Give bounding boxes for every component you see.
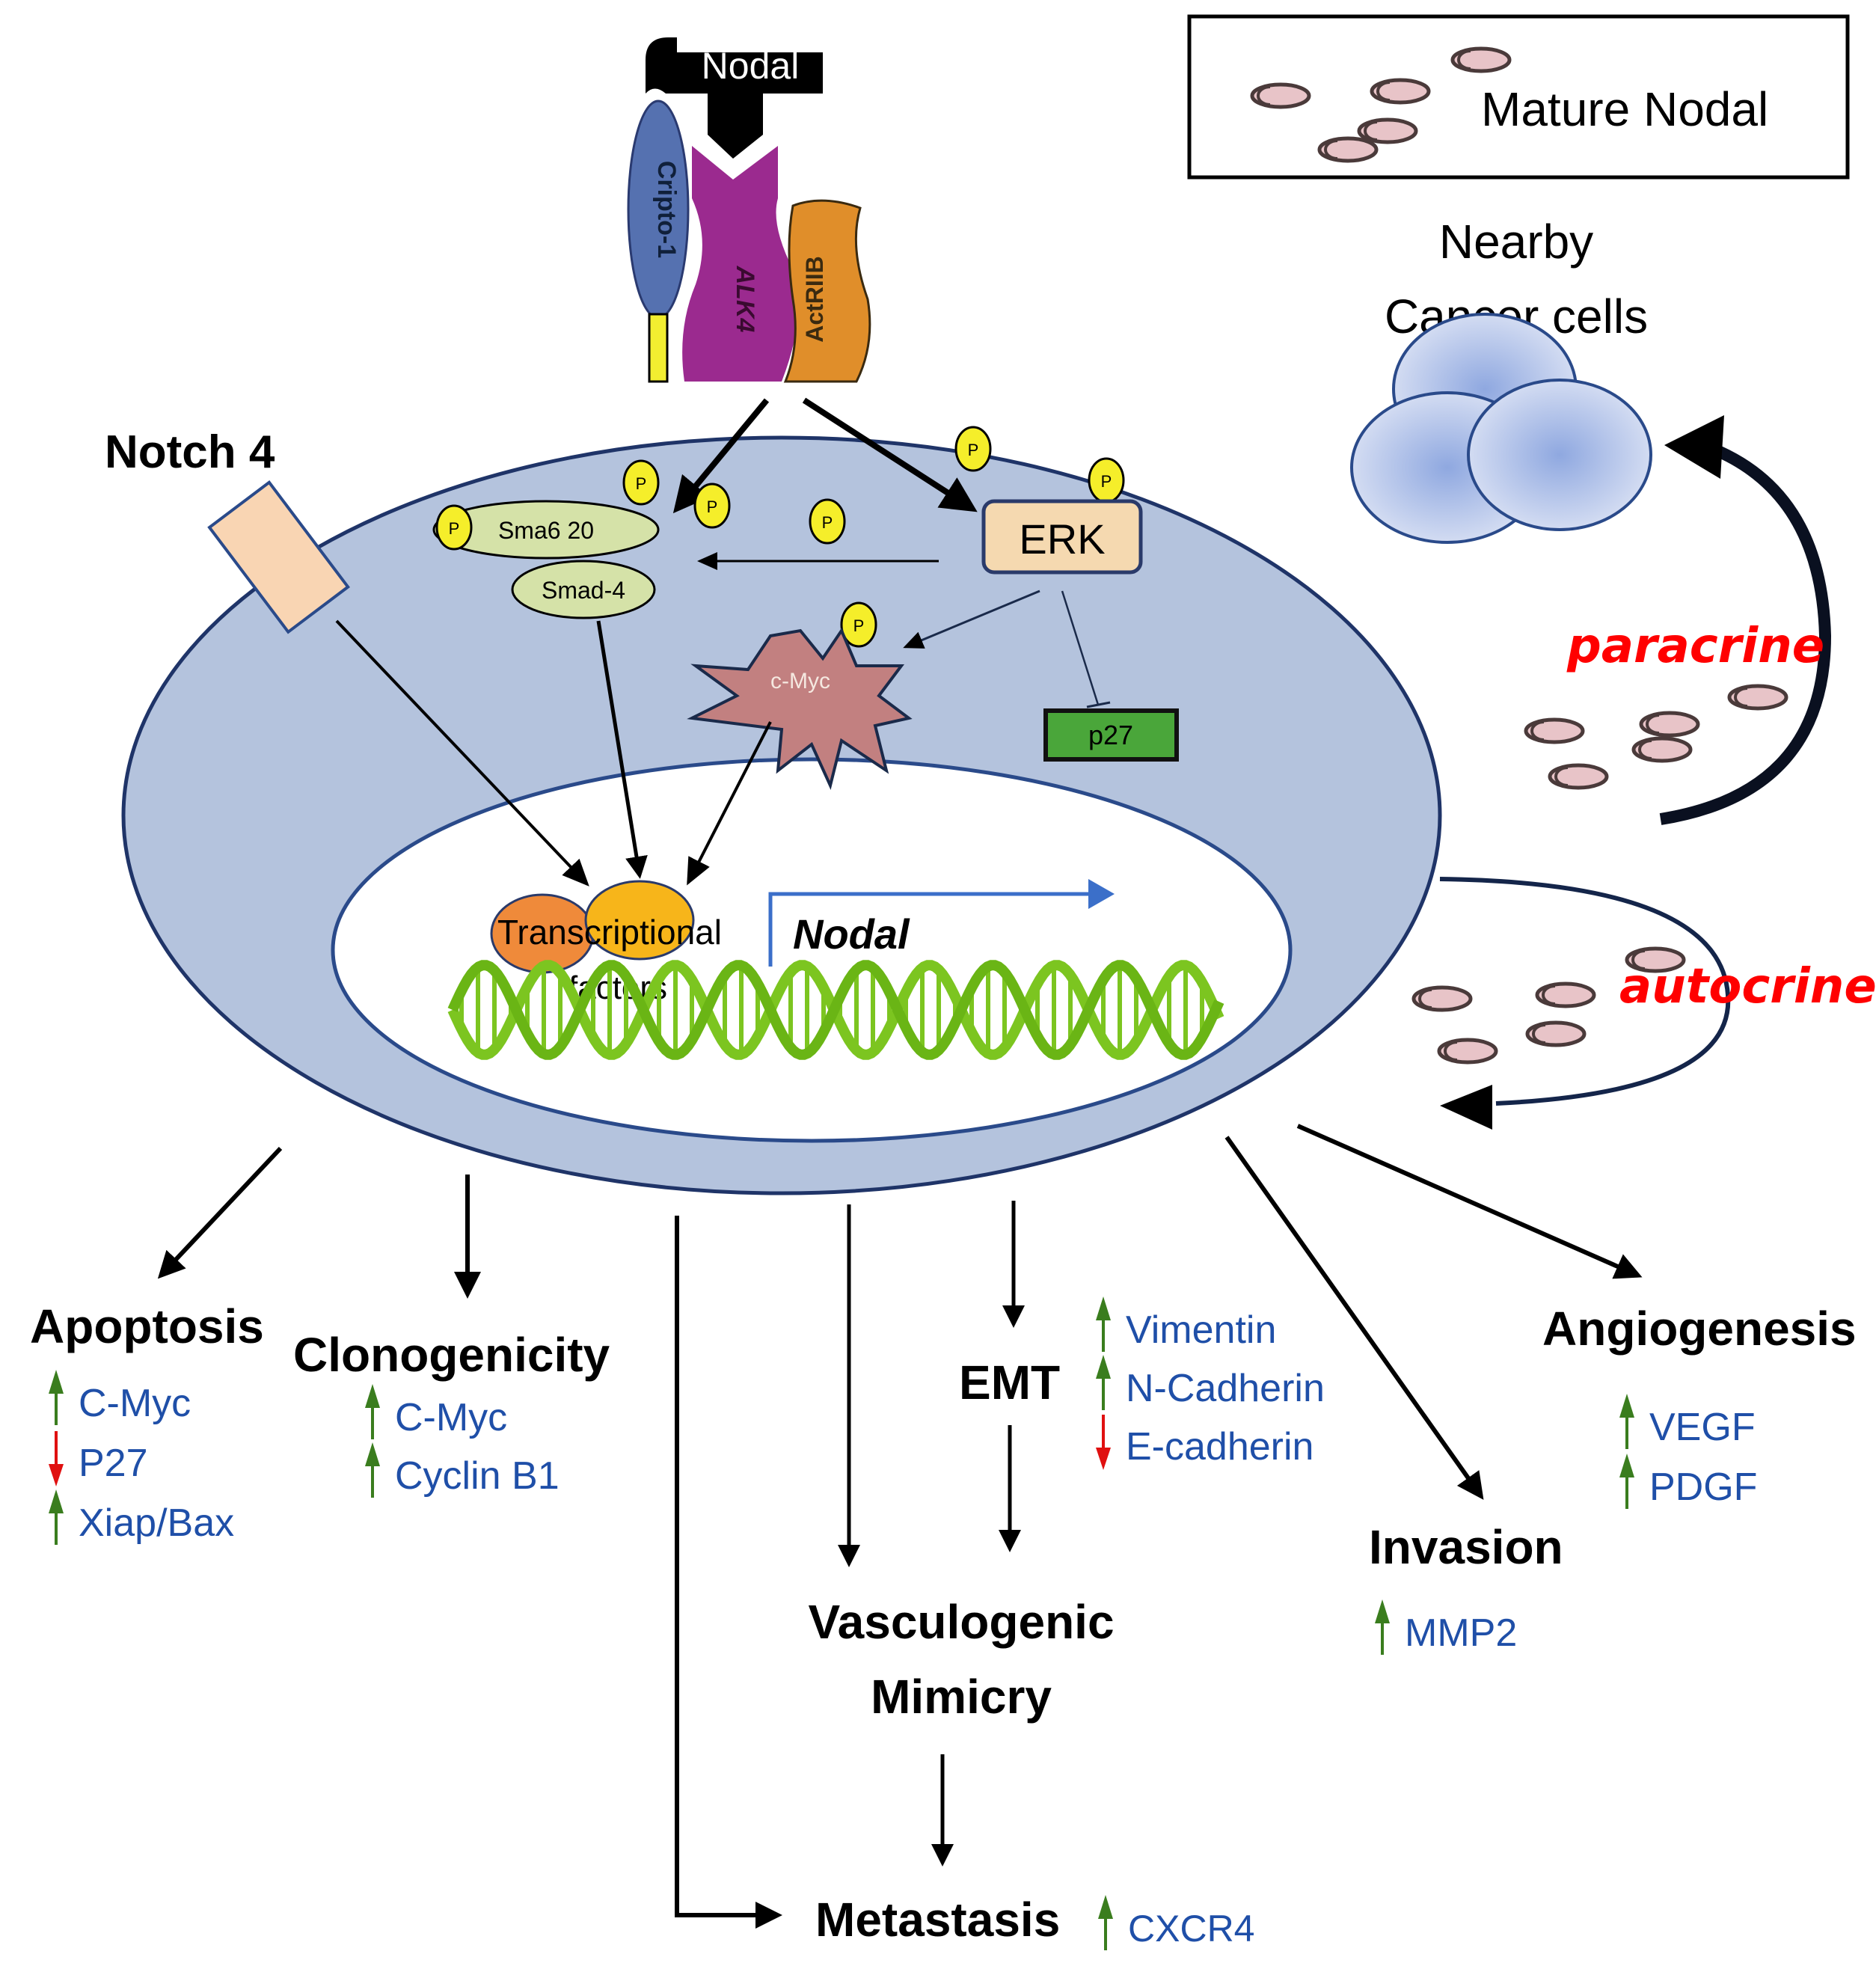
nodal-ligand — [646, 37, 823, 159]
cripto-label: Cripto-1 — [652, 161, 681, 258]
erk-label: ERK — [1019, 515, 1105, 563]
phosphate-icon: P — [1088, 457, 1125, 503]
emt-label: EMT — [959, 1356, 1060, 1409]
nodal-ligand-label: Nodal — [702, 45, 800, 87]
up-arrowhead-icon — [1375, 1599, 1390, 1623]
svg-text:P: P — [449, 519, 460, 538]
notch4-label: Notch 4 — [105, 426, 275, 478]
marker-apoptosis: C-Myc — [79, 1382, 191, 1425]
svg-text:P: P — [636, 474, 647, 493]
arrow-to-metastasis — [675, 1216, 782, 1929]
arrow-to-apoptosis — [157, 1146, 283, 1279]
dna-helix-icon — [447, 960, 1224, 1060]
paracrine-label: paracrine — [1566, 619, 1824, 674]
svg-text:P: P — [822, 513, 833, 532]
up-arrowhead-icon — [1096, 1355, 1111, 1379]
smad23 — [432, 500, 660, 560]
phosphate-icon: P — [809, 498, 846, 545]
clonogenicity-label: Clonogenicity — [293, 1328, 610, 1382]
up-arrowhead-icon — [1619, 1454, 1634, 1477]
vm-label-line1: Vasculogenic — [808, 1595, 1114, 1649]
phosphate-icon: P — [693, 483, 731, 529]
smad4-label: Smad-4 — [542, 577, 625, 604]
paracrine-loop-arrow — [1659, 443, 1832, 825]
phosphate-icon: P — [840, 601, 877, 648]
smad23-label: Sma6 20 — [498, 517, 594, 544]
cmyc-star — [687, 627, 913, 791]
down-arrowhead-icon — [49, 1464, 64, 1486]
marker-clonogenicity: Cyclin B1 — [395, 1454, 560, 1498]
up-arrowhead-icon — [1619, 1394, 1634, 1418]
nodal-gene-label: Nodal — [793, 910, 910, 958]
marker-clonogenicity: C-Myc — [395, 1396, 507, 1439]
angiogenesis-label: Angiogenesis — [1542, 1302, 1857, 1356]
svg-text:P: P — [853, 616, 865, 635]
up-arrowhead-icon — [365, 1384, 380, 1408]
erk-box — [981, 499, 1143, 575]
alk4-receptor — [682, 146, 799, 382]
up-arrowhead-icon — [1098, 1895, 1113, 1919]
tf-yellow — [584, 880, 695, 961]
vm-label-line2: Mimicry — [871, 1670, 1052, 1724]
autocrine-arrowhead — [1440, 1085, 1492, 1130]
marker-emt: Vimentin — [1126, 1308, 1276, 1352]
notch4-receptor — [207, 480, 350, 634]
phosphate-icon: P — [954, 426, 992, 472]
p27-box — [1043, 708, 1179, 762]
phosphate-icon: P — [622, 459, 660, 506]
marker-emt: E-cadherin — [1126, 1425, 1313, 1469]
legend-label: Mature Nodal — [1481, 82, 1768, 136]
up-arrowhead-icon — [49, 1489, 64, 1513]
dna-strand — [447, 960, 1224, 1060]
svg-text:P: P — [968, 441, 979, 459]
paracrine-arrowhead — [1664, 415, 1724, 479]
invasion-label: Invasion — [1369, 1520, 1563, 1574]
arrow-to-angiogenesis — [1296, 1124, 1643, 1279]
nucleus — [331, 757, 1293, 1143]
up-arrowhead-icon — [49, 1370, 64, 1394]
marker-metastasis: CXCR4 — [1128, 1908, 1254, 1950]
receptor-complex: Nodal Cripto-1 ALK4 ActRIIB — [627, 37, 871, 383]
metastasis-label: Metastasis — [815, 1893, 1060, 1947]
svg-text:P: P — [1101, 472, 1112, 491]
arrow-receptor-to-smad — [672, 398, 770, 514]
transcription-start-arrow — [768, 879, 1115, 967]
actriib-label: ActRIIB — [801, 256, 828, 343]
cmyc-label: c-Myc — [770, 669, 830, 693]
tf-label-line1: Transcriptional — [497, 913, 722, 952]
actriib-receptor — [783, 199, 871, 383]
inhibit-erk-to-p27 — [1061, 590, 1100, 705]
marker-apoptosis: Xiap/Bax — [79, 1501, 234, 1545]
marker-apoptosis: P27 — [79, 1442, 148, 1485]
phospho-group: P P P P P P P — [435, 426, 1125, 648]
marker-angiogenesis: PDGF — [1649, 1466, 1757, 1509]
marker-emt: N-Cadherin — [1126, 1367, 1325, 1410]
up-arrowhead-icon — [1096, 1296, 1111, 1320]
marker-invasion: MMP2 — [1405, 1611, 1517, 1655]
up-arrowhead-icon — [365, 1442, 380, 1466]
arrow-erk-to-cmyc — [903, 590, 1040, 649]
arrow-to-invasion — [1224, 1136, 1484, 1500]
smad4 — [511, 560, 656, 619]
arrow-cmyc-to-tf — [687, 721, 772, 886]
arrow-receptor-to-erk — [802, 397, 978, 512]
arrow-smad-to-tf — [596, 620, 648, 879]
cripto-anchor — [648, 313, 669, 383]
nearby-cancer-cells-icon — [1350, 313, 1652, 544]
apoptosis-label: Apoptosis — [30, 1299, 264, 1353]
marker-angiogenesis: VEGF — [1649, 1406, 1756, 1449]
p27-label: p27 — [1088, 720, 1133, 750]
autocrine-loop-arrow — [1439, 877, 1731, 1106]
down-arrowhead-icon — [1096, 1448, 1111, 1470]
nearby-line1: Nearby — [1439, 215, 1593, 269]
svg-text:P: P — [707, 497, 718, 516]
arrow-notch-to-tf — [335, 619, 589, 886]
alk4-label: ALK4 — [731, 266, 759, 333]
phosphate-icon: P — [435, 504, 473, 551]
